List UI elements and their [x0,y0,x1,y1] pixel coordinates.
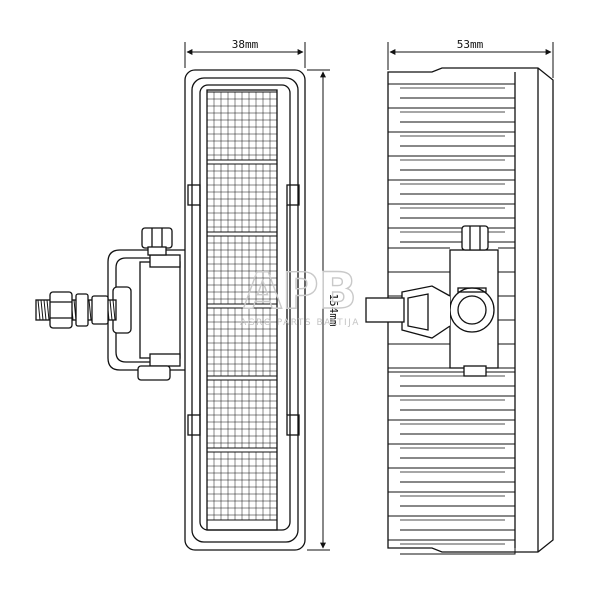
watermark: APB AGRO PARTS BALTIJA [240,261,360,328]
front-housing [184,69,306,551]
front-width-label: 38mm [232,38,259,51]
side-dimension-lines [387,42,554,78]
watermark-tagline: AGRO PARTS BALTIJA [240,318,360,328]
cooling-fins [388,83,516,555]
height-label: 154mm [327,293,340,326]
watermark-logo: APB [243,262,356,320]
side-view [365,67,554,555]
side-housing [387,67,554,553]
front-dimension-lines [184,42,330,551]
front-bracket [35,227,185,381]
lens-cells [206,91,278,521]
front-view [184,69,306,551]
side-width-label: 53mm [457,38,484,51]
